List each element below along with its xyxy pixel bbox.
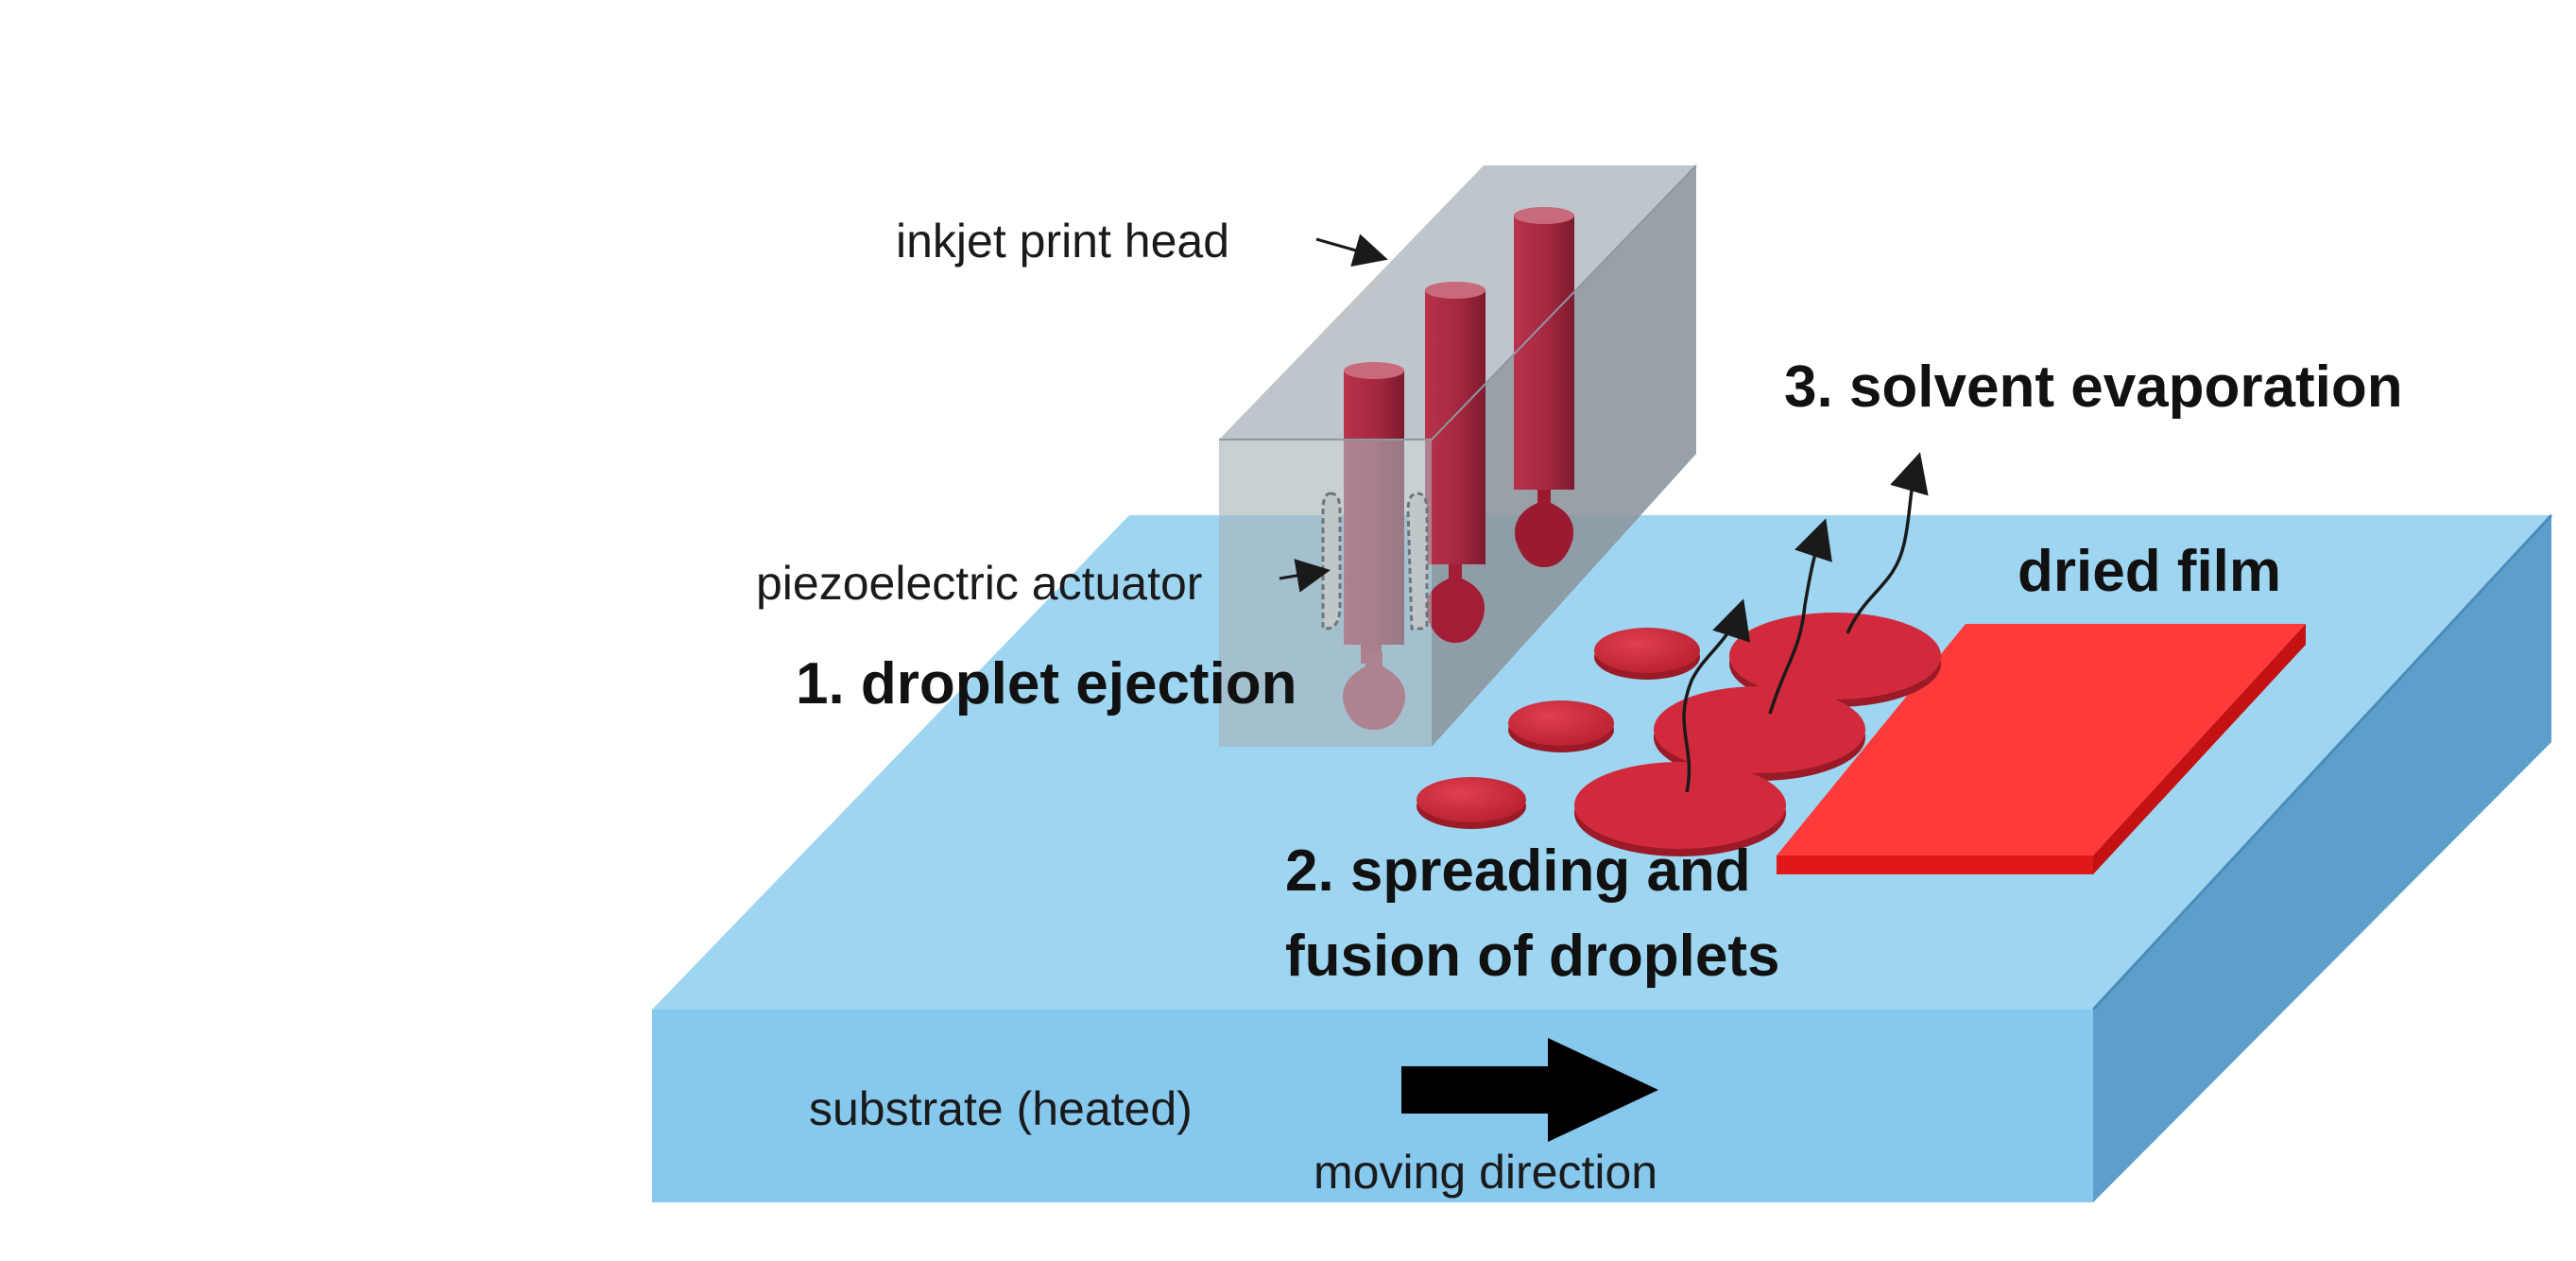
droplet-disk [1594,628,1700,680]
evaporation-arrow-icon [1846,452,1929,634]
dried-film-block [1777,624,2306,874]
actuator-pointer [1279,559,1331,593]
print-head-label: inkjet print head [896,215,1229,268]
dried-film-label: dried film [2018,539,2281,604]
step-2-label-line-1: 2. spreading and [1285,838,1751,904]
evaporation-arrows [1682,452,1929,793]
dried-film-top [1777,624,2306,855]
dried-film-front [1777,855,2093,874]
droplet-disk [1508,700,1614,752]
step-3-label: 3. solvent evaporation [1784,354,2403,420]
separate-droplets [1417,628,1700,829]
dried-film-side [2093,624,2306,874]
step-1-label: 1. droplet ejection [796,651,1297,717]
print-head-pointer [1315,233,1388,268]
ink-tube [1514,207,1574,567]
substrate-side-face [2093,515,2551,1202]
substrate-label: substrate (heated) [809,1082,1193,1135]
ink-tube [1425,282,1485,643]
evaporation-arrow-icon [1768,518,1832,715]
droplet-disk [1417,777,1526,829]
moving-direction-label: moving direction [1314,1146,1657,1199]
substrate-front-face [652,1010,2093,1202]
fused-droplet-disk [1654,686,1865,781]
evaporation-arrow-icon [1682,598,1751,793]
right-arrow-icon [1401,1038,1658,1142]
print-head-front [1219,440,1432,747]
step-2-label-line-2: fusion of droplets [1285,924,1780,989]
actuator-label: piezoelectric actuator [756,557,1202,610]
fused-droplet-disk [1574,762,1786,856]
